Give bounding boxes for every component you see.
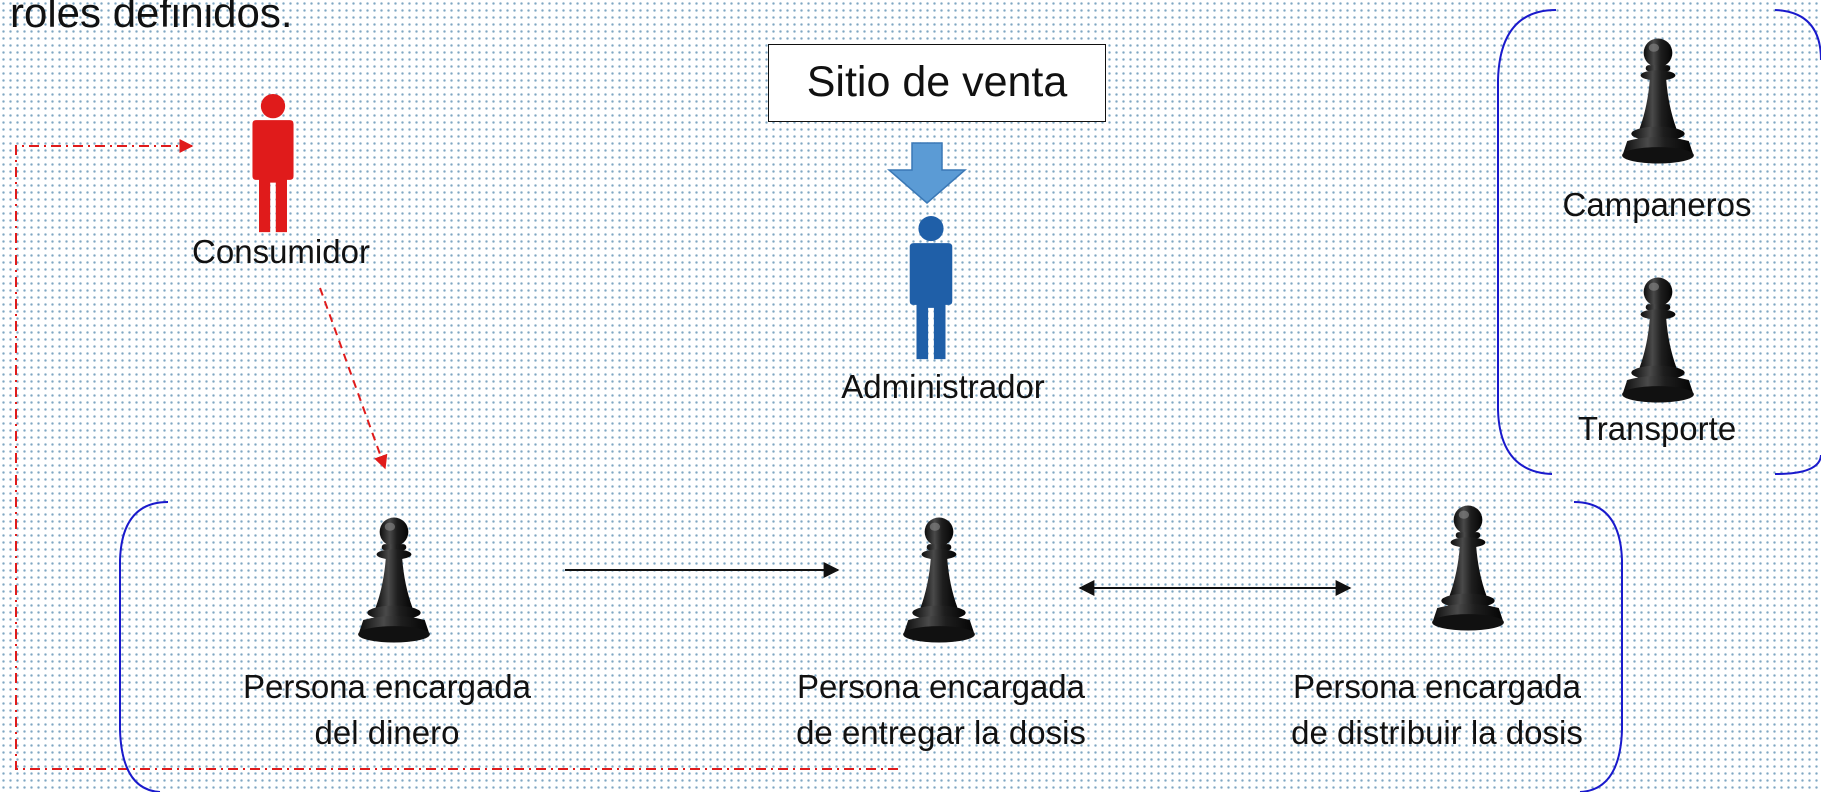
lookouts-label: Campaneros [1562,186,1752,223]
consumer-label: Consumidor [192,233,370,270]
bracket-left-group-open [119,501,169,792]
money-role-label-line2: del dinero [314,714,460,751]
money-role-label-line1: Persona encargada [242,668,532,705]
return-flow-line [15,139,898,770]
deliver-role-label-line1: Persona encargada [796,668,1086,705]
heading-text: roles definidos. [10,0,293,36]
pawn-icon [1622,277,1694,403]
transport-label: Transporte [1577,410,1737,447]
deliver-role-label-line2: de entregar la dosis [796,714,1086,751]
pawn-icon [1432,505,1504,631]
consumer-person-icon [252,94,294,233]
down-arrow-icon [886,142,968,204]
pawn-icon [358,517,430,643]
bracket-right-group-close [1774,9,1821,61]
site-box: Sitio de venta [768,44,1106,122]
consumer-to-money-arrow [319,287,388,470]
pawn-icon [903,517,975,643]
administrator-label: Administrador [841,368,1045,405]
bracket-right-group-open [1497,9,1557,475]
distribute-role-label-line2: de distribuir la dosis [1291,714,1583,751]
pawn-icon [1622,38,1694,164]
bracket-left-group-close [1573,501,1623,792]
administrator-person-icon [909,216,953,360]
distribute-role-label-line1: Persona encargada [1292,668,1582,705]
bracket-right-group-close-lower [1774,454,1821,475]
